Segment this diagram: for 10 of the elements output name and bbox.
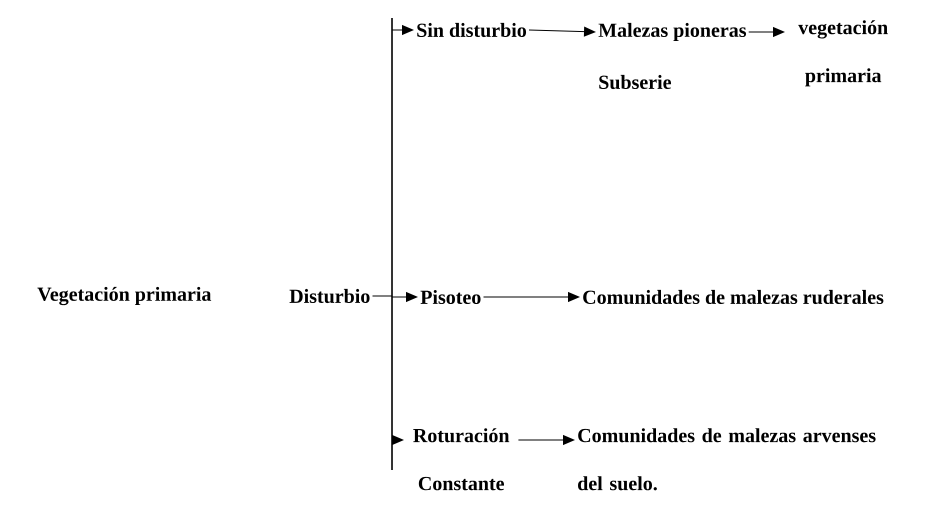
label: Vegetación primaria (37, 286, 212, 306)
node-text: Disturbio (290, 288, 370, 304)
node-text: Malezas pioneras (598, 22, 746, 42)
label: Subserie (599, 74, 672, 90)
node-text: Comunidades de malezas ruderales (583, 290, 884, 304)
node-text: vegetación primaria (798, 20, 888, 86)
node-text: Pisoteo (420, 290, 481, 304)
node-text: Comunidades de malezas arvenses del suelo. (578, 428, 876, 490)
node-text: Sin disturbio (417, 22, 526, 38)
node-text: Roturación Constante (413, 428, 510, 490)
